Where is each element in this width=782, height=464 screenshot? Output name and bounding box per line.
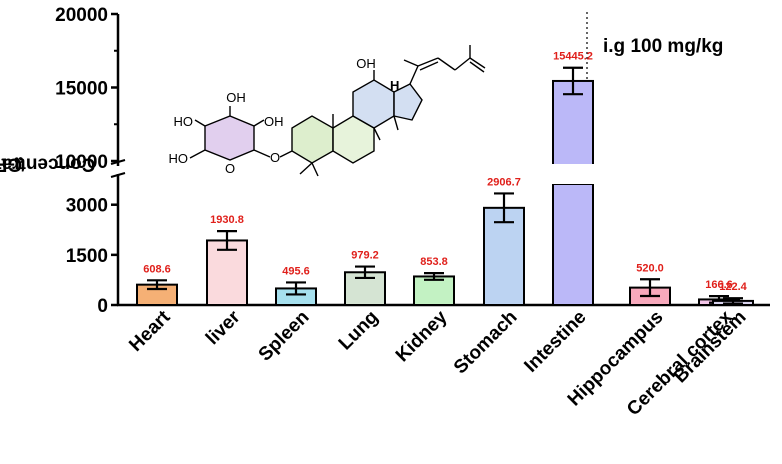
mol-ho-left: HO [174,114,194,129]
y-tick-label: 15000 [55,79,108,100]
mol-oh-right: OH [264,114,284,129]
value-label: 520.0 [636,262,664,274]
value-label: 979.2 [351,250,379,262]
mol-ho-ch2: HO [169,151,189,166]
y-tick-label: 1500 [66,246,108,267]
y-tick-label: 10000 [55,152,108,173]
mol-oh-top: OH [226,90,246,105]
category-label: Heart [125,306,175,356]
bars: 608.6Heart1930.8liver495.6Spleen979.2Lun… [125,51,754,420]
y-tick-label: 0 [97,296,108,317]
bar [552,183,594,306]
value-label: 122.4 [719,281,747,293]
bar-break-gap [550,164,596,184]
value-label: 166.6 [705,279,733,291]
value-label: 15445.2 [553,51,593,63]
category-label: Spleen [255,307,314,366]
mol-oh-c12: OH [356,56,376,71]
category-label: Intestine [520,307,590,377]
value-label: 608.6 [143,263,171,275]
mol-ring-o: O [225,161,235,176]
value-label: 853.8 [420,256,448,268]
bar-group: 1930.8 liver [202,214,248,349]
category-label: Kidney [392,306,452,366]
y-tick-label: 20000 [55,5,108,26]
bar [483,206,525,307]
dose-annotation: i.g 100 mg/kg [603,36,724,57]
category-label: Lung [335,307,383,355]
value-label: 1930.8 [210,214,244,226]
value-label: 495.6 [282,265,310,277]
value-label: 2906.7 [487,176,521,188]
category-label: Stomach [450,307,522,379]
bar [413,275,455,306]
ginsenoside-structure: OH HO OH HO O O OH H [169,45,486,177]
category-label: liver [202,306,245,349]
mol-link-o: O [270,150,280,165]
y-tick-label: 3000 [66,196,108,217]
mol-h: H [390,78,399,93]
axis-break-mark [110,172,126,178]
